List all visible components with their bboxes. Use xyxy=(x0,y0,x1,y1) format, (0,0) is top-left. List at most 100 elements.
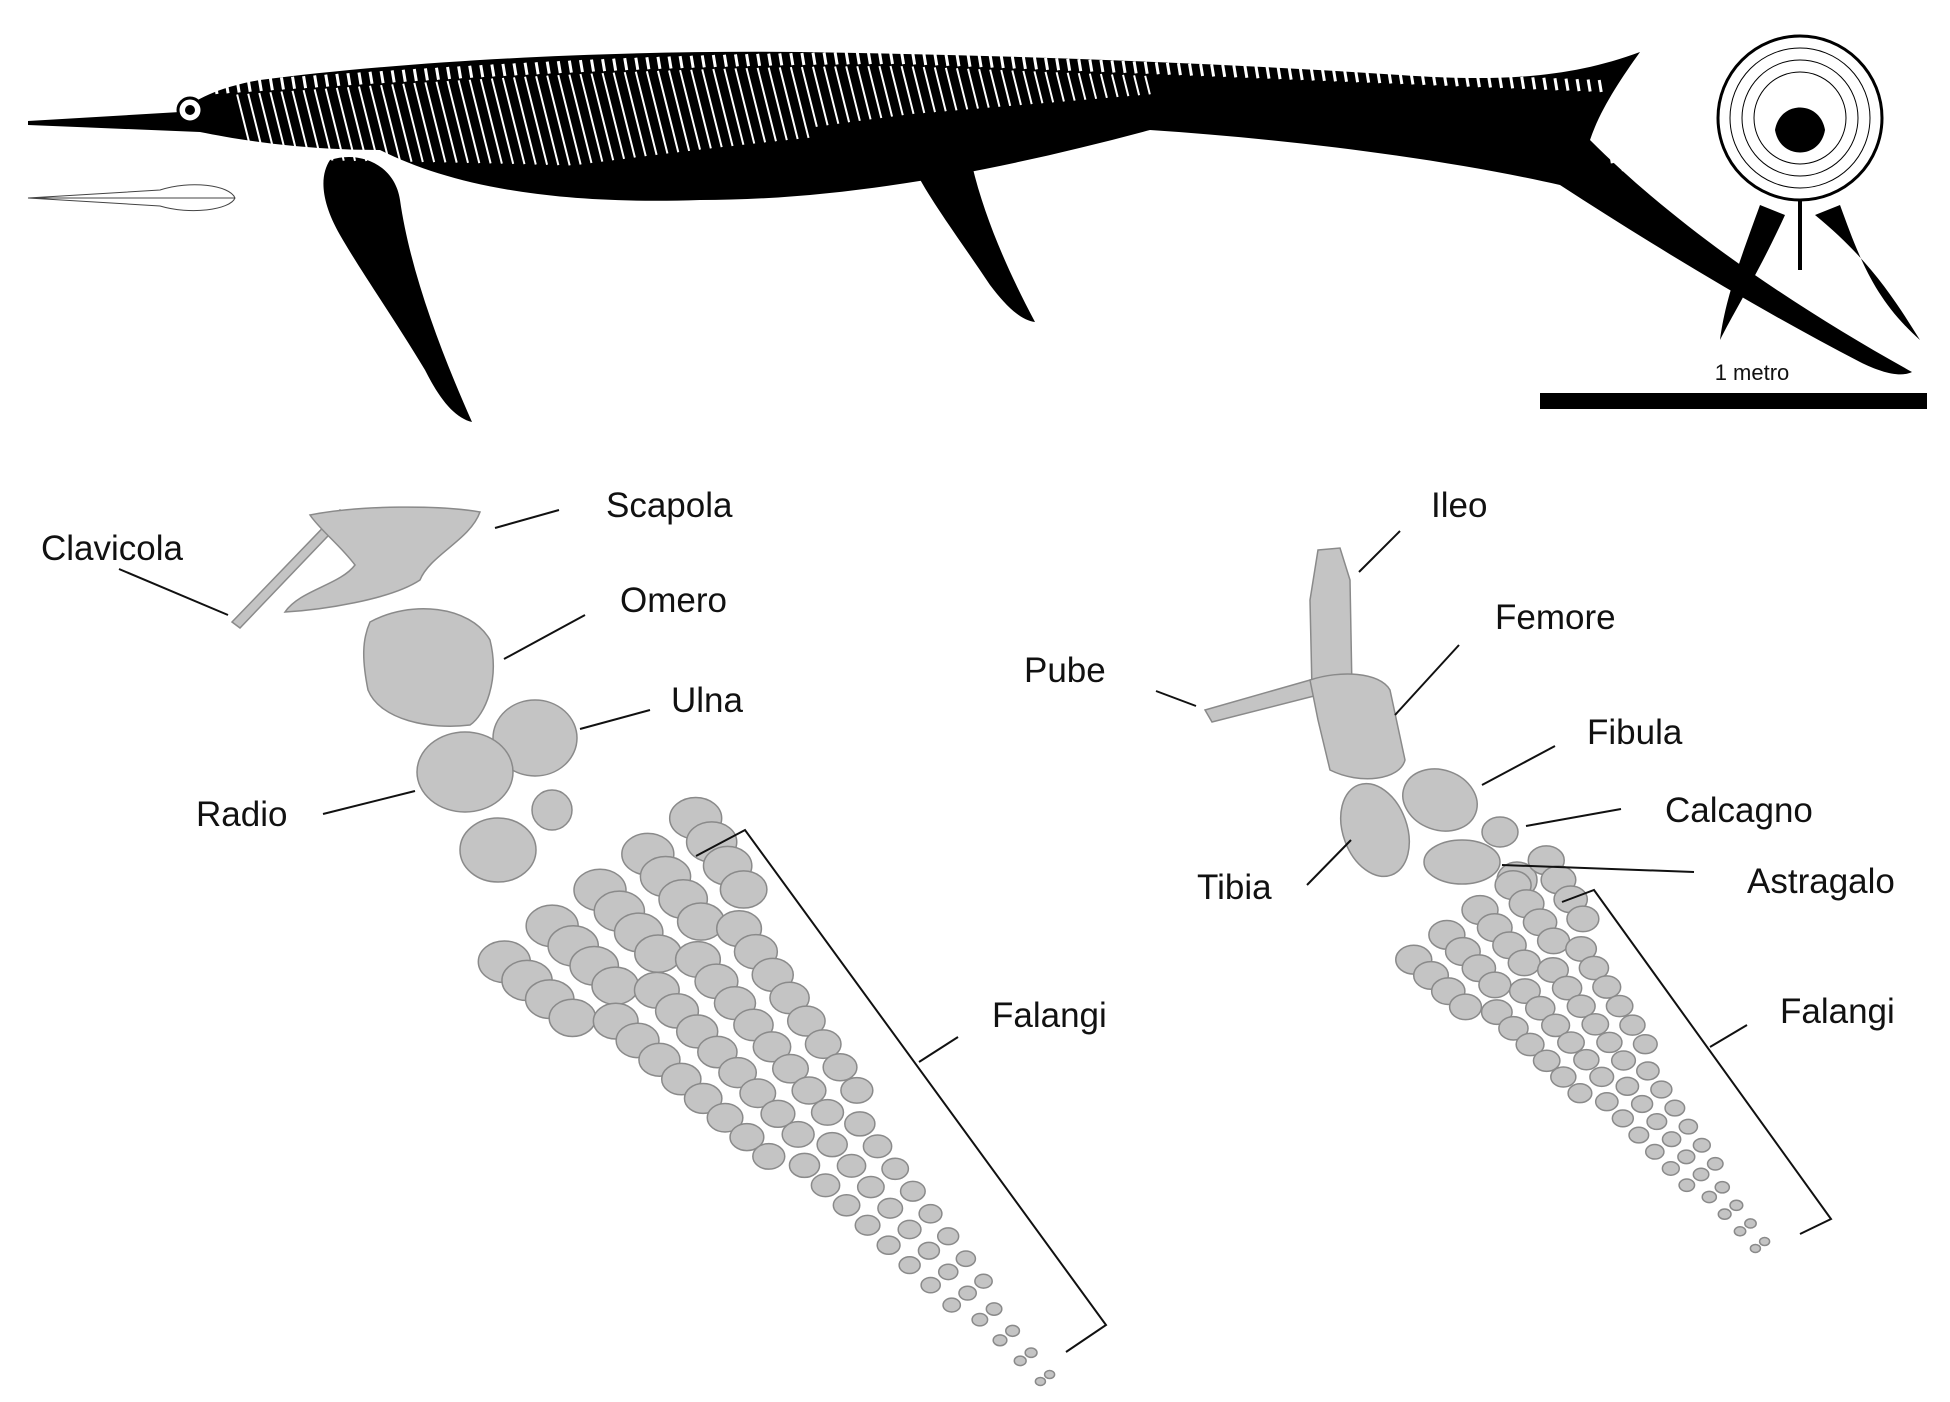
vertebra xyxy=(578,59,584,73)
leader-tibia xyxy=(1306,839,1352,886)
vertebra xyxy=(977,54,983,68)
rib xyxy=(867,65,883,119)
vertebra xyxy=(1675,197,1681,210)
vertebra xyxy=(479,64,485,78)
vertebra xyxy=(678,55,684,69)
phalanx xyxy=(881,1157,910,1181)
rib xyxy=(911,66,926,114)
leader-femur xyxy=(1394,644,1460,716)
phalanx xyxy=(1701,1190,1718,1204)
vertebra xyxy=(1763,259,1769,272)
rib xyxy=(1033,71,1044,104)
phalanx xyxy=(548,998,597,1038)
vertebra xyxy=(567,60,573,73)
rib xyxy=(535,75,560,166)
phalanx xyxy=(1581,1012,1610,1036)
rib xyxy=(601,72,626,160)
phalanx xyxy=(844,1111,876,1137)
phalanx xyxy=(1758,1236,1771,1247)
vertebra xyxy=(1453,73,1459,87)
vertebra xyxy=(1132,61,1138,74)
leader-phalanges-hind xyxy=(1709,1024,1748,1048)
rib xyxy=(734,68,756,144)
vertebra xyxy=(1143,61,1149,75)
phalanx xyxy=(719,870,768,909)
leader-ilium xyxy=(1358,530,1401,573)
phalanx xyxy=(822,1053,858,1082)
vertebra xyxy=(1520,76,1526,90)
rib xyxy=(679,69,701,150)
rib xyxy=(645,71,669,154)
vertebra xyxy=(1409,72,1415,85)
vertebra xyxy=(1287,67,1293,80)
rib xyxy=(712,68,734,147)
rib xyxy=(845,66,861,122)
front-view xyxy=(1716,34,1920,340)
vertebra xyxy=(357,72,363,85)
rib xyxy=(1044,71,1055,103)
vertebra xyxy=(999,55,1005,69)
vertebra xyxy=(590,59,595,72)
vertebra xyxy=(1154,62,1160,75)
label-scapula: Scapola xyxy=(606,486,733,525)
vertebra xyxy=(1730,236,1736,249)
phalanx xyxy=(836,1153,867,1178)
vertebra xyxy=(1376,70,1382,84)
phalanx xyxy=(1536,927,1571,955)
phalanx xyxy=(1524,995,1556,1021)
ulna-bone xyxy=(492,699,578,777)
rib xyxy=(933,67,947,112)
vertebra xyxy=(468,65,474,79)
vertebra xyxy=(534,61,540,75)
phalanx xyxy=(832,1193,861,1217)
rib xyxy=(1144,75,1151,95)
scapula-bone xyxy=(283,506,482,613)
vertebra xyxy=(457,66,463,79)
vertebra xyxy=(390,70,396,83)
phalanx xyxy=(918,1203,943,1224)
rib xyxy=(1000,69,1012,107)
rib xyxy=(745,67,767,143)
phalanx xyxy=(729,1122,765,1152)
phalanx xyxy=(1013,1355,1027,1367)
vertebra xyxy=(1797,282,1803,296)
phalanx xyxy=(760,1099,796,1129)
label-ulna: Ulna xyxy=(671,681,744,720)
vertebra xyxy=(1420,72,1426,86)
vertebra xyxy=(800,52,806,66)
rib xyxy=(346,86,368,162)
phalanx xyxy=(936,1227,960,1246)
phalanx xyxy=(1678,1178,1696,1193)
vertebra xyxy=(335,73,341,87)
label-astragalus: Astragalo xyxy=(1747,862,1895,901)
rib xyxy=(247,93,266,160)
phalanx xyxy=(1043,1369,1056,1380)
phalanx xyxy=(1448,993,1483,1021)
vertebra xyxy=(944,53,950,67)
phalanx xyxy=(1565,935,1598,962)
calcaneum-bone xyxy=(1481,816,1519,848)
phalanx xyxy=(1650,1080,1673,1099)
vertebra xyxy=(789,52,795,66)
vertebra xyxy=(1487,75,1492,88)
bracket-phalanges-fore xyxy=(695,828,1108,1353)
vertebra xyxy=(1575,78,1581,92)
phalanx xyxy=(917,1241,941,1260)
rib xyxy=(258,92,277,161)
rib xyxy=(590,73,615,161)
phalanx xyxy=(1596,1031,1623,1054)
phalanx xyxy=(739,1078,777,1109)
phalanx xyxy=(897,1219,922,1240)
vertebra xyxy=(1066,58,1072,71)
vertebra xyxy=(911,52,917,65)
radius-bone xyxy=(416,731,514,813)
leader-clavicle xyxy=(118,568,229,616)
vertebra xyxy=(756,53,762,67)
rib xyxy=(357,86,379,162)
phalanx xyxy=(1540,1013,1571,1038)
phalanx xyxy=(810,1173,841,1198)
rib xyxy=(501,77,526,165)
phalanx xyxy=(1692,1137,1711,1153)
rib xyxy=(756,67,777,142)
